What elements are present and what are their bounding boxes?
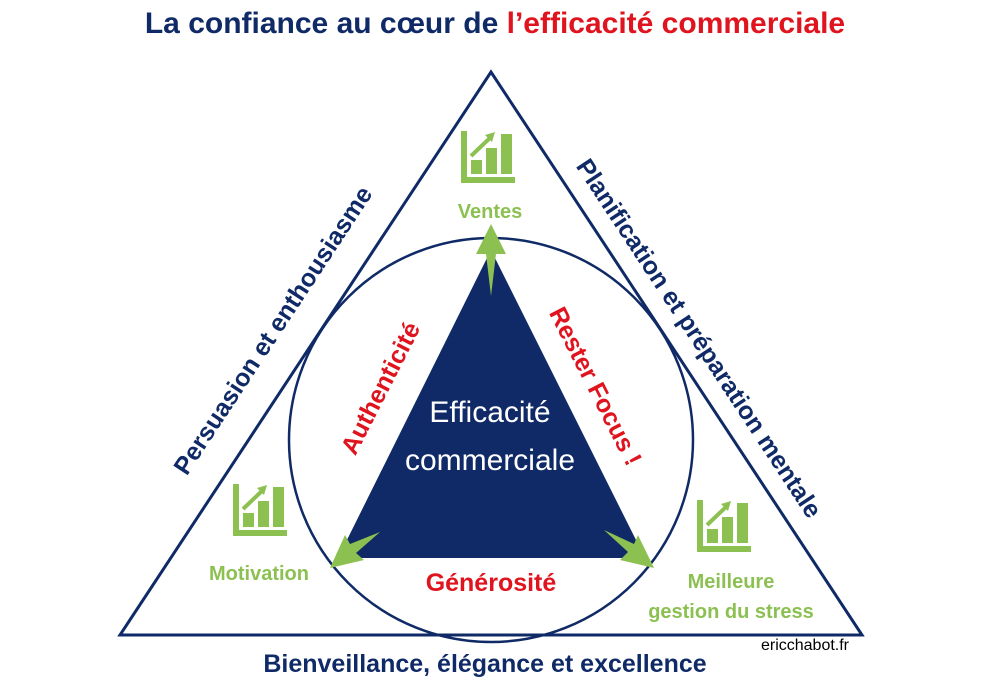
arrow-down-left-icon xyxy=(330,532,380,568)
chart-growth-icon xyxy=(459,129,517,185)
outcome-right-line2: gestion du stress xyxy=(648,601,814,623)
outcome-right-line1: Meilleure xyxy=(688,571,775,593)
side-label-right: Planification et préparation mentale xyxy=(570,154,827,523)
center-label-line1: Efficacité xyxy=(429,396,550,429)
credit-text: ericchabot.fr xyxy=(761,637,850,654)
chart-growth-icon xyxy=(695,498,753,554)
outer-triangle xyxy=(117,69,865,637)
side-label-bottom: Bienveillance, élégance et excellence xyxy=(263,650,706,678)
arrow-up-icon xyxy=(476,224,506,296)
center-label-line2: commerciale xyxy=(405,444,575,477)
page-title: La confiance au cœur de l’efficacité com… xyxy=(145,7,845,40)
outcome-left: Motivation xyxy=(209,563,309,585)
arrow-down-right-icon xyxy=(604,530,654,568)
chart-growth-icon xyxy=(231,482,289,538)
outcome-top: Ventes xyxy=(458,201,522,223)
inner-triangle xyxy=(338,250,645,558)
inner-label-bottom: Générosité xyxy=(426,569,557,597)
